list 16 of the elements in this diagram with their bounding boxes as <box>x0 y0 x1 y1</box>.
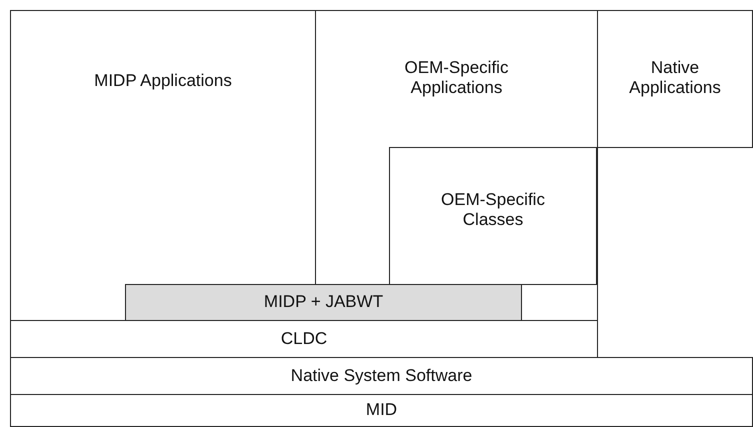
layer-label: MIDP Applications <box>94 71 232 92</box>
layer-label: MIDP + JABWT <box>264 292 384 313</box>
layer-label: Native Applications <box>628 58 722 99</box>
layer-box <box>125 284 522 321</box>
layer-box <box>10 10 316 285</box>
layer-box <box>10 320 598 358</box>
layer-label: OEM-Specific Applications <box>404 58 510 99</box>
layer-label: MID <box>366 400 398 421</box>
layer-label: Native System Software <box>290 366 472 386</box>
layer-box <box>597 10 753 148</box>
layer-box <box>315 10 598 285</box>
layer-box <box>10 394 753 427</box>
layer-box <box>10 357 753 395</box>
layer-label: CLDC <box>280 328 328 350</box>
layer-box <box>389 147 597 285</box>
layer-label: OEM-Specific Classes <box>440 190 546 231</box>
